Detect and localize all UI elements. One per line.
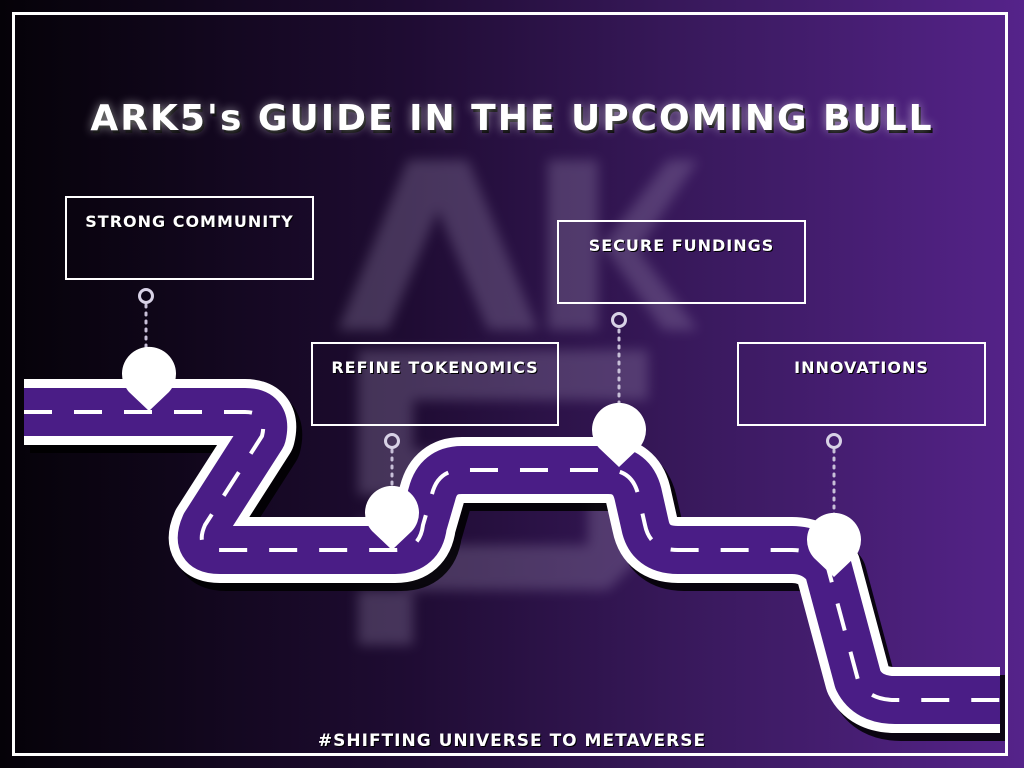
small-pin-icon — [611, 312, 627, 328]
map-pins — [122, 346, 861, 577]
map-pin-icon — [592, 402, 646, 467]
map-pin-icon — [807, 512, 861, 577]
small-pin-icon — [384, 433, 400, 449]
milestone-box-innovations: INNOVATIONS — [737, 342, 986, 426]
small-pin-icon — [826, 433, 842, 449]
milestone-label: STRONG COMMUNITY — [85, 212, 294, 231]
milestone-box-refine-tokenomics: REFINE TOKENOMICS — [311, 342, 559, 426]
small-pin-icon — [138, 288, 154, 304]
milestone-label: SECURE FUNDINGS — [588, 236, 775, 255]
small-pins — [138, 288, 842, 449]
footer-tagline: #SHIFTING UNIVERSE TO METAVERSE — [317, 731, 707, 751]
page-title: ARK5's GUIDE IN THE UPCOMING BULL — [90, 98, 934, 139]
milestone-box-strong-community: STRONG COMMUNITY — [65, 196, 314, 280]
milestone-box-secure-fundings: SECURE FUNDINGS — [557, 220, 806, 304]
map-pin-icon — [122, 346, 176, 411]
milestone-label: INNOVATIONS — [794, 358, 929, 377]
milestone-label: REFINE TOKENOMICS — [331, 358, 539, 377]
road — [24, 412, 1006, 708]
map-pin-icon — [365, 485, 419, 550]
